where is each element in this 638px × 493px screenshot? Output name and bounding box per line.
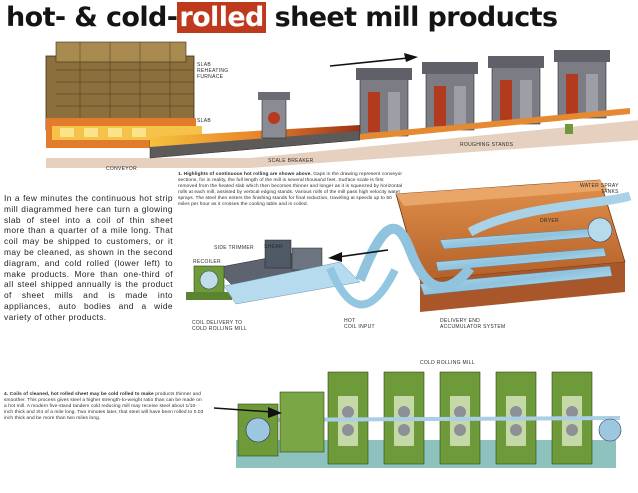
caption-hot-text: Gaps in the drawing represent conveyor s… — [178, 172, 403, 207]
side-trimmer-shear — [214, 239, 323, 289]
caption-cold-text: products thinner and smoother. This proc… — [4, 392, 204, 421]
scale-breaker-stand — [258, 92, 290, 139]
strip-path — [355, 223, 474, 292]
input-coil — [587, 217, 613, 243]
title-before: hot- & cold- — [6, 2, 178, 33]
caption-cold-number: 4. — [4, 392, 9, 397]
flow-arrow-hot — [329, 53, 418, 67]
cold-rolling-mill — [213, 371, 622, 468]
page-title: hot- & cold-rolled sheet mill products — [6, 2, 558, 33]
label-conveyor: CONVEYOR — [106, 166, 138, 172]
pickling-line — [186, 179, 632, 312]
label-dryer: DRYER — [540, 218, 559, 224]
steel-strip-loops — [419, 227, 613, 296]
label-delivery-end: DELIVERY END ACCUMULATOR SYSTEM — [440, 318, 506, 330]
uncoiler — [237, 391, 325, 457]
label-hot-coil-input: HOT COIL INPUT — [344, 318, 375, 330]
exit-coil — [598, 418, 622, 442]
figure-icon — [565, 124, 573, 134]
strip-to-recoiler — [223, 261, 361, 305]
label-cold-rolling-mill: COLD ROLLING MILL — [420, 360, 475, 366]
title-highlight: rolled — [177, 2, 266, 33]
flow-arrow-cold — [213, 407, 282, 418]
label-shear: SHEAR — [264, 244, 283, 250]
label-scale-breaker: SCALE BREAKER — [268, 158, 314, 164]
label-coil-delivery: COIL DELIVERY TO COLD ROLLING MILL — [192, 320, 247, 332]
label-water-spray: WATER SPRAY TANKS — [580, 183, 619, 195]
flow-arrow-pickling — [328, 249, 389, 262]
intro-paragraph: In a few minutes the continuous hot stri… — [4, 193, 173, 322]
caption-hot-rolling: 1. Highlights of continuous hot rolling … — [178, 172, 404, 207]
caption-cold-rolling: 4. Coils of cleaned, hot rolled sheet ma… — [4, 392, 204, 422]
hot-slab — [150, 125, 360, 147]
mill-floor — [46, 120, 638, 168]
label-recoiler: RECOILER — [193, 259, 221, 265]
strip-overhead — [467, 191, 632, 236]
caption-hot-bold: Highlights of continuous hot rolling are… — [183, 172, 312, 177]
reheating-furnace — [45, 41, 202, 148]
caption-hot-number: 1. — [178, 172, 183, 177]
caption-cold-bold: Coils of cleaned, hot rolled sheet may b… — [9, 392, 154, 397]
label-furnace: SLAB REHEATING FURNACE — [197, 62, 229, 80]
tank-top — [396, 180, 608, 206]
hot-strip-mill — [45, 41, 638, 168]
label-slab: SLAB — [197, 118, 211, 124]
title-after: sheet mill products — [265, 2, 558, 33]
roughing-stands — [356, 50, 630, 140]
recoiler-machine — [186, 265, 232, 300]
label-side-trimmer: SIDE TRIMMER — [214, 245, 254, 251]
label-roughing-stands: ROUGHING STANDS — [460, 142, 514, 148]
strip-loop — [326, 266, 399, 309]
